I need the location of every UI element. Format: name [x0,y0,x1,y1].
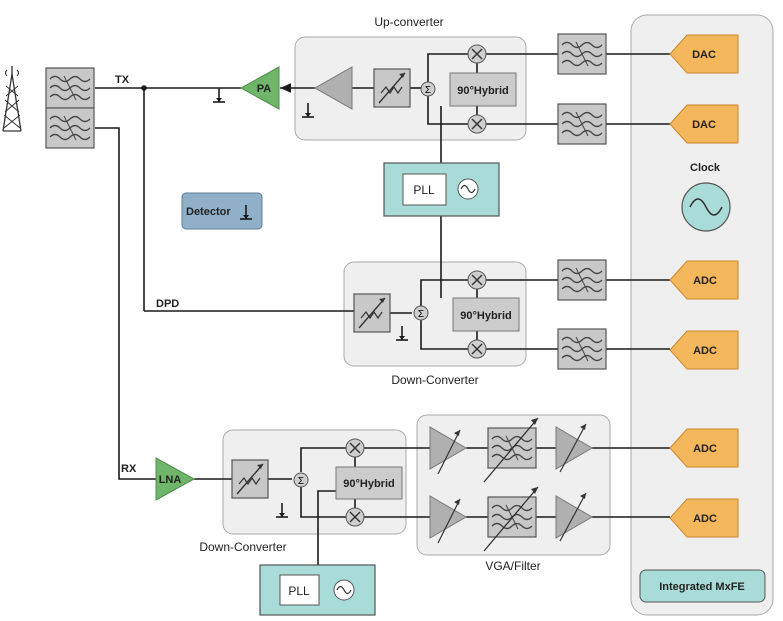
dac-filter-1 [557,33,607,75]
sum-symbol: Σ [418,309,424,320]
mixer-icon [345,507,365,527]
adc-filter-1 [557,259,607,301]
adc-label: ADC [693,513,717,525]
up-converter-label: Up-converter [374,15,443,29]
adc-label: ADC [693,443,717,455]
dac-2: DAC [669,104,739,144]
rx-label: RX [121,463,137,475]
mxfe-badge: Integrated MxFE [639,569,766,603]
driver-amplifier [313,66,353,110]
pa-label: PA [257,83,272,95]
dpd-label: DPD [156,298,179,310]
dac-1: DAC [669,34,739,74]
vga-upper [429,426,467,475]
output-amp-upper [555,423,593,473]
adc-1: ADC [669,260,739,300]
tunable-filter-lower [483,486,539,552]
duplexer-rx-filter [45,107,95,149]
down-converter-label-1: Down-Converter [391,373,478,387]
vga-lower [429,495,467,544]
adc-4: ADC [669,498,739,538]
pll-label: PLL [288,584,310,598]
down-converter-group-2 [222,429,407,535]
adc-label: ADC [693,275,717,287]
detector-label: Detector [186,206,231,218]
low-noise-amplifier: LNA [155,457,196,501]
up-converter-summer: Σ [420,81,436,97]
hybrid-label: 90°Hybrid [457,85,508,97]
down-converter-1-summer: Σ [413,305,429,321]
up-converter-hybrid: 90°Hybrid [449,72,517,107]
pll-label: PLL [413,183,435,197]
down-converter-1-hybrid: 90°Hybrid [452,297,520,332]
mixer-icon [467,44,487,64]
sum-symbol: Σ [425,85,431,96]
dac-label: DAC [692,49,716,61]
dac-label: DAC [692,119,716,131]
dac-filter-2 [557,103,607,145]
output-amp-lower [555,492,593,542]
tx-label: TX [115,74,130,86]
clock-oscillator-icon [681,182,731,232]
tunable-filter-upper [483,417,539,483]
down-converter-label-2: Down-Converter [199,540,286,554]
down-converter-1-attenuator [353,293,391,333]
ground-icon [212,87,226,103]
lna-label: LNA [159,474,182,486]
adc-3: ADC [669,428,739,468]
down-converter-2-hybrid: 90°Hybrid [335,466,403,500]
adc-label: ADC [693,345,717,357]
sum-symbol: Σ [298,476,304,487]
hybrid-label: 90°Hybrid [343,478,394,490]
hybrid-label: 90°Hybrid [460,310,511,322]
pll-block-upper: PLL [383,162,500,217]
adc-2: ADC [669,330,739,370]
down-converter-2-attenuator [231,459,269,499]
mixer-icon [467,339,487,359]
down-converter-2-summer: Σ [293,472,309,488]
vga-filter-label: VGA/Filter [485,559,540,573]
mxfe-label: Integrated MxFE [659,581,745,593]
antenna-tower-icon [2,66,22,132]
clock-label: Clock [690,162,721,174]
mixer-icon [345,438,365,458]
detector-block: Detector [181,192,263,230]
pll-block-lower: PLL [259,564,376,616]
duplexer-tx-filter [45,67,95,109]
power-amplifier: PA [239,66,280,110]
adc-filter-2 [557,328,607,370]
mixer-icon [467,114,487,134]
mixer-icon [467,270,487,290]
up-converter-attenuator [373,68,411,108]
